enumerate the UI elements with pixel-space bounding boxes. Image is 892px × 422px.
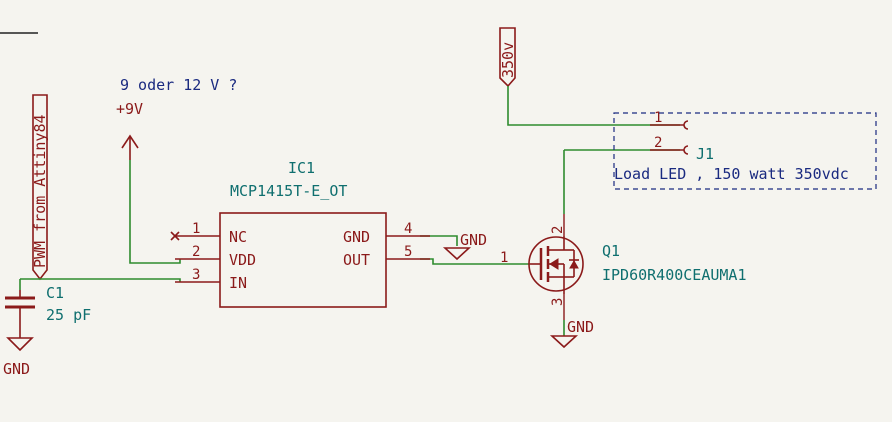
ground-icon (549, 335, 579, 349)
c1-capacitor[interactable]: C1 25 pF GND (3, 284, 91, 378)
gnd-q1-label: GND (567, 318, 594, 336)
q1-pin3: 3 (550, 298, 566, 306)
c1-ref: C1 (46, 284, 64, 302)
j1-pin1: 1 (654, 110, 662, 126)
j1-pin1-socket-icon (683, 120, 689, 130)
q1-pin2: 2 (550, 226, 566, 234)
j1-pin2: 2 (654, 135, 662, 151)
note-voltage-question: 9 oder 12 V ? (120, 76, 237, 94)
c1-value: 25 pF (46, 306, 91, 324)
load-box: Load LED , 150 watt 350vdc (613, 112, 877, 190)
hv-350v-label[interactable]: 350v (499, 27, 517, 88)
j1-connector[interactable]: 1 2 J1 (650, 110, 714, 163)
gnd-c1-label: GND (3, 360, 30, 378)
q1-pin1: 1 (500, 250, 508, 266)
ic1-pin5-num: 5 (404, 244, 412, 260)
j1-ref: J1 (696, 145, 714, 163)
power-9v-symbol[interactable]: +9V (116, 100, 143, 160)
ic1-pin5-name: OUT (343, 251, 370, 269)
ic1-pin1-num: 1 (192, 221, 200, 237)
ic1-pin1-name: NC (229, 228, 247, 246)
wires (19, 86, 680, 336)
load-box-outline (613, 112, 877, 190)
ic1-pin4-num: 4 (404, 221, 412, 237)
ic1-pin3-name: IN (229, 274, 247, 292)
ic1-body (219, 212, 387, 308)
pwm-input-label[interactable]: PWM from Attiny84 (31, 94, 49, 281)
ic1-pin3-num: 3 (192, 267, 200, 283)
j1-pin2-socket-icon (683, 145, 689, 155)
ic1-value: MCP1415T-E_OT (230, 182, 347, 200)
ground-icon (6, 337, 34, 352)
ic1-ref: IC1 (288, 159, 315, 177)
diode-icon (569, 259, 579, 269)
q1-value: IPD60R400CEAUMA1 (602, 266, 747, 284)
gnd-symbol-q1[interactable]: GND (549, 318, 594, 349)
load-description: Load LED , 150 watt 350vdc (614, 165, 849, 183)
q1-mosfet[interactable]: 1 2 3 Q1 IPD60R400CEAUMA1 (500, 214, 747, 320)
ic1-pin2-num: 2 (192, 244, 200, 260)
ic1-pin2-name: VDD (229, 251, 256, 269)
nc-marker-icon (170, 231, 180, 241)
pwm-label-text: PWM from Attiny84 (31, 114, 49, 268)
gnd-ic1-label: GND (460, 231, 487, 249)
ic1-mcp1415[interactable]: IC1 MCP1415T-E_OT 1 2 3 NC VDD IN 4 5 GN… (170, 159, 430, 308)
mosfet-body-circle (528, 236, 584, 292)
q1-ref: Q1 (602, 242, 620, 260)
ic1-pin4-name: GND (343, 228, 370, 246)
mosfet-arrow-icon (549, 258, 559, 270)
hv-label-text: 350v (499, 42, 517, 78)
ground-icon (442, 247, 472, 261)
gnd-symbol-ic1[interactable]: GND (442, 231, 487, 261)
power-9v-label: +9V (116, 100, 143, 118)
